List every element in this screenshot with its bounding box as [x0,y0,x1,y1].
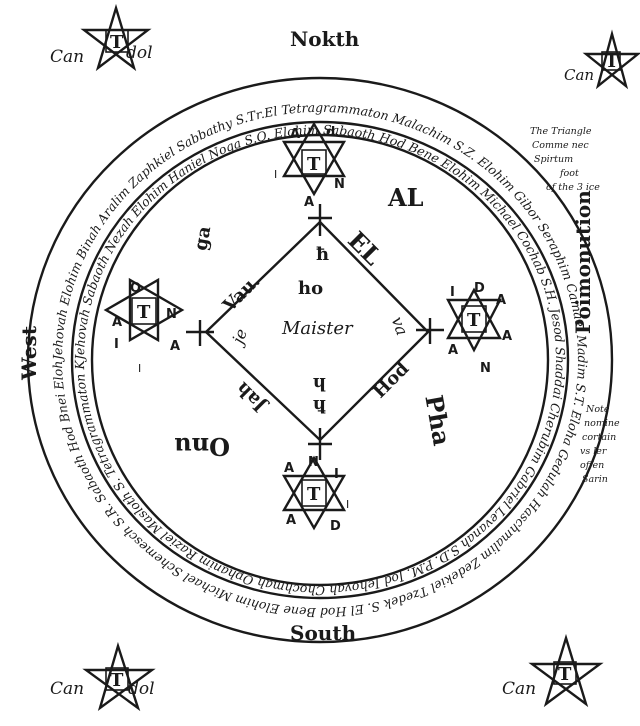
center-top: ho [298,278,323,299]
svg-text:nomine: nomine [584,418,620,429]
label-west: West [17,325,41,381]
svg-text:foot: foot [559,168,579,179]
hexagram-top: T A d I N A [274,121,347,210]
svg-text:N: N [308,455,319,470]
svg-text:T: T [307,154,321,175]
svg-text:T: T [558,664,572,685]
svg-text:dol: dol [128,679,155,699]
center-title: Maister [281,318,354,339]
svg-text:Spirtum: Spirtum [534,154,573,165]
svg-text:Sarin: Sarin [582,474,608,485]
svg-text:N: N [480,361,491,376]
svg-text:N: N [334,177,345,192]
quadrant-pha: Pha [419,393,456,448]
svg-text:A: A [290,127,300,142]
cross-top [308,204,332,236]
quadrant-al: AL [387,183,424,212]
cross-right [416,318,444,344]
svg-text:D: D [474,281,485,296]
svg-text:I: I [138,362,141,375]
svg-text:Can: Can [50,47,84,67]
svg-text:T: T [137,302,151,323]
pentagram-top-left: T Can dol [50,3,153,72]
svg-text:A: A [170,339,180,354]
hexagram-left: T O I N A A I [103,277,185,375]
svg-text:T: T [307,484,321,505]
svg-text:I: I [450,285,455,300]
hexagram-right: T I D A A N A [445,281,512,376]
svg-text:T: T [110,32,124,53]
pentagram-top-right: T Can [564,29,640,90]
svg-text:O: O [130,281,141,296]
svg-text:A: A [502,329,512,344]
svg-text:Can: Can [50,679,84,699]
middle-circle [70,120,570,600]
svg-text:The Triangle: The Triangle [530,126,592,137]
svg-text:T: T [467,310,481,331]
label-north: Nokth [290,27,360,51]
svg-text:cortain: cortain [582,432,616,443]
side-notes-right-bottom: Note nomine cortain vs ler offen Sarin [580,404,620,485]
svg-text:d: d [326,125,335,140]
svg-text:I: I [334,467,339,482]
svg-text:offen: offen [580,460,604,471]
quadrant-ga: ga [190,224,215,252]
svg-text:D: D [330,519,341,534]
svg-text:N: N [166,307,177,322]
svg-text:vs ler: vs ler [580,446,608,457]
svg-text:I: I [114,337,119,352]
svg-text:Comme nec: Comme nec [532,140,589,151]
svg-text:I: I [274,168,277,181]
svg-text:A: A [448,343,458,358]
svg-text:A: A [304,195,314,210]
hexagram-bottom: T I A N A D I [281,455,349,534]
svg-text:T: T [605,51,619,72]
svg-text:Can: Can [502,679,536,699]
svg-text:Can: Can [564,66,594,84]
center-left: je [227,326,251,349]
svg-text:dol: dol [126,43,153,63]
center-right: va [388,314,412,338]
quadrant-onu: Onu [174,432,230,461]
edge-vau: Vau. [218,271,264,317]
pentagram-bottom-right: T Can [502,633,604,708]
svg-text:A: A [286,513,296,528]
svg-text:A: A [284,461,294,476]
svg-text:of the 3 ice: of the 3 ice [546,182,600,193]
svg-text:T: T [110,670,124,691]
outer-circle [26,76,614,644]
center-bottom: h [313,373,326,394]
pentagram-bottom-left: T Can dol [50,641,156,712]
label-south: South [290,621,357,645]
svg-text:A: A [496,293,506,308]
svg-text:A: A [112,315,122,330]
edge-hod: Hod [369,358,414,403]
label-east: Poimonution [571,190,595,334]
edge-el: EL [342,225,387,270]
edge-jah: Jah [232,377,272,417]
svg-text:Note: Note [585,404,610,415]
cross-bottom [308,428,332,460]
cross-left [186,320,214,346]
side-notes-right-top: The Triangle Comme nec Spirtum foot of t… [530,126,600,193]
center-bottom-mark: ħ [313,395,326,416]
center-top-mark: ħ [316,244,329,265]
svg-text:I: I [346,498,349,511]
